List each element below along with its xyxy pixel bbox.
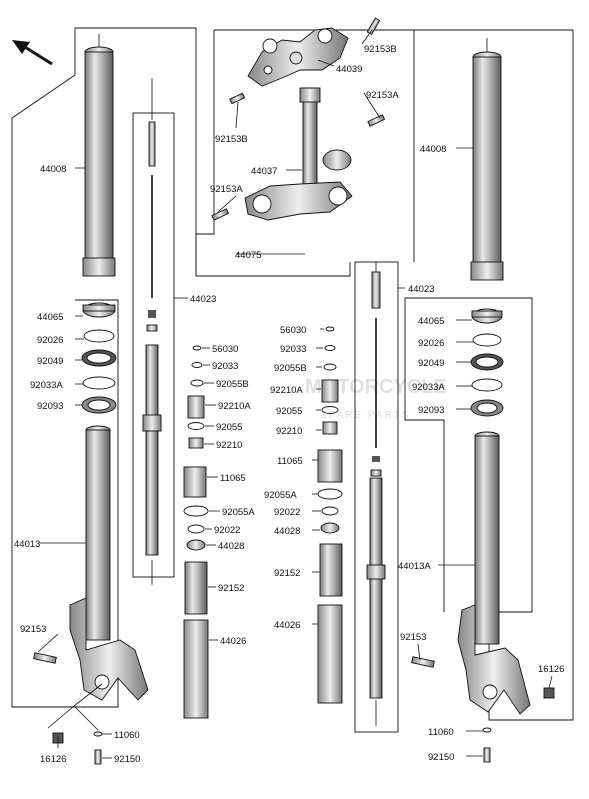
left-spring-group [183,345,209,719]
label-44026-left: 44026 [220,636,246,647]
label-56030-left: 56030 [212,344,238,355]
label-92153a-top: 92153A [366,90,399,101]
label-92210-left: 92210 [216,440,242,451]
right-cartridge-box [354,261,399,733]
label-44065-right: 44065 [418,316,444,327]
bolt-92153a-right [367,114,386,127]
label-92152-left: 92152 [218,583,244,594]
right-inner-tube-part [470,38,504,281]
label-44039: 44039 [336,64,362,75]
label-92033-right: 92033 [280,344,306,355]
left-seal-stack [81,302,117,414]
right-cap-16126 [543,687,555,699]
part-labels: 92153B 44039 92153A 92153B 44037 92153A … [14,44,564,765]
label-44037: 44037 [251,166,277,177]
label-92152-right: 92152 [274,568,300,579]
label-92210a-right: 92210A [270,385,303,396]
label-44013: 44013 [14,539,40,550]
watermark-subtext: SPARE PARTS [320,410,410,421]
label-92033a-right: 92033A [412,382,445,393]
label-92055-left: 92055 [216,422,242,433]
leader-lines [37,29,553,759]
label-11065-left: 11065 [220,473,246,484]
label-92026-right: 92026 [418,338,444,349]
right-washer-11060 [482,727,492,733]
label-92055a-left: 92055A [222,507,255,518]
bolt-92153b-left [229,92,246,105]
steering-stem-part [244,87,353,221]
left-washer-11060 [93,731,103,737]
left-inner-tube-part [82,34,116,277]
label-56030-right: 56030 [280,325,306,336]
label-92210a-left: 92210A [218,401,251,412]
label-44065-left: 44065 [37,312,63,323]
label-44028-left: 44028 [218,541,244,552]
label-92022-right: 92022 [274,507,300,518]
label-92026-left: 92026 [37,335,63,346]
label-44075: 44075 [235,250,261,261]
left-bolt-92153 [33,652,57,664]
right-spring-group [317,326,343,704]
label-92055-right: 92055 [276,406,302,417]
right-bolt-92150 [483,747,491,763]
label-44008-left: 44008 [40,164,66,175]
label-92055b-left: 92055B [216,379,249,390]
label-92150-left: 92150 [114,754,140,765]
left-cartridge-rod-part [142,78,162,585]
label-92153b-left: 92153B [215,134,248,145]
label-44013a: 44013A [398,561,431,572]
label-44028-right: 44028 [274,526,300,537]
label-92153a-left: 92153A [210,184,243,195]
label-44023-left: 44023 [190,294,216,305]
bolt-92153a-left [211,208,230,221]
label-92153-right: 92153 [400,632,426,643]
right-bolt-92153 [411,656,435,668]
label-92022-left: 92022 [214,525,240,536]
upper-bracket-part [247,27,349,87]
right-outer-tube-part [457,431,531,715]
label-44023-right: 44023 [408,284,434,295]
bolt-92153b-top [366,17,381,36]
label-92033a-left: 92033A [30,380,63,391]
label-92055b-right: 92055B [274,363,307,374]
label-92049-left: 92049 [37,356,63,367]
label-11060-left: 11060 [114,730,140,741]
left-cartridge-box [132,112,175,578]
label-16126-left: 16126 [40,754,66,765]
label-92150-right: 92150 [428,752,454,763]
label-92049-right: 92049 [418,358,444,369]
label-16126-right: 16126 [538,664,564,675]
right-cartridge-rod-part [366,262,386,726]
label-92210-right: 92210 [276,426,302,437]
label-92033-left: 92033 [212,361,238,372]
right-seal-stack [470,308,504,417]
right-fork-outline [404,29,574,721]
label-92153b-top: 92153B [364,44,397,55]
label-44008-right: 44008 [420,144,446,155]
label-11060-right: 11060 [428,727,454,738]
label-92055a-right: 92055A [264,490,297,501]
label-92093-left: 92093 [37,401,63,412]
front-direction-arrow-icon [12,40,53,66]
label-11065-right: 11065 [277,456,303,467]
label-92093-right: 92093 [418,405,444,416]
left-bolt-92150 [94,749,102,765]
label-92153-left: 92153 [20,624,46,635]
label-44026-right: 44026 [274,620,300,631]
left-outer-tube-part [69,425,149,701]
